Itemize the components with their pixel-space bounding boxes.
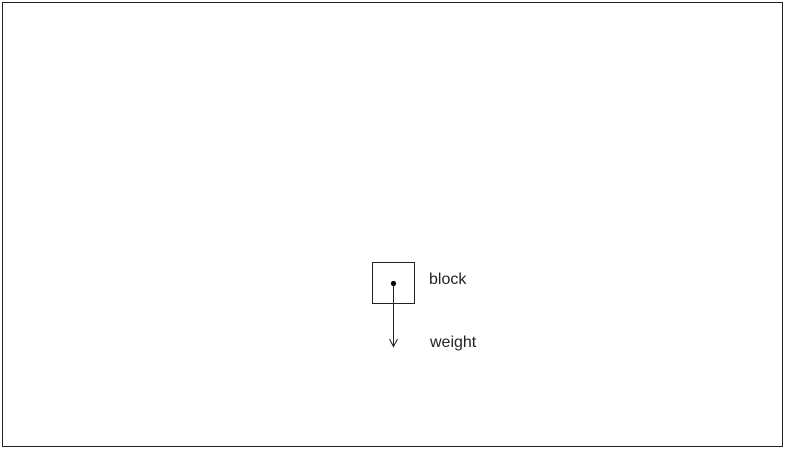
- weight-arrow-head: [389, 338, 398, 348]
- block-label: block: [429, 271, 467, 288]
- center-of-mass-dot: [390, 280, 397, 287]
- weight-label: weight: [430, 334, 477, 351]
